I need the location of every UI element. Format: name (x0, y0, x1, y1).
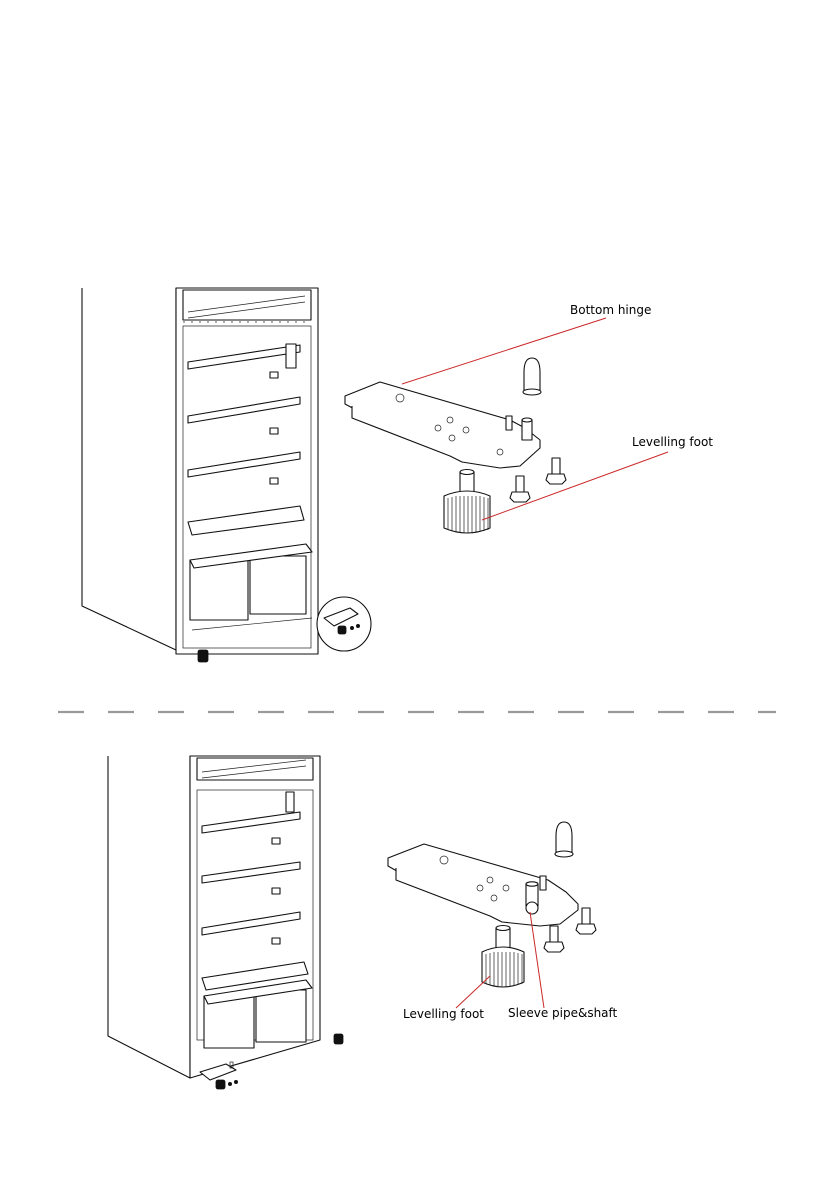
bottom-levelling-foot-leader-line (456, 976, 490, 1008)
sleeve-pipe-shaft-leader-line (530, 912, 544, 1008)
top-hinge-assembly (345, 358, 566, 533)
top-refrigerator-illustration (82, 288, 371, 662)
bottom-hinge-leader-line (402, 318, 606, 384)
top-levelling-foot-label: Levelling foot (632, 435, 713, 449)
bottom-refrigerator-illustration (108, 756, 343, 1089)
bottom-hinge-label: Bottom hinge (570, 303, 651, 317)
bottom-hinge-assembly (388, 822, 596, 987)
bottom-levelling-foot-label: Levelling foot (403, 1007, 484, 1021)
sleeve-pipe-shaft-label: Sleeve pipe&shaft (508, 1006, 618, 1020)
